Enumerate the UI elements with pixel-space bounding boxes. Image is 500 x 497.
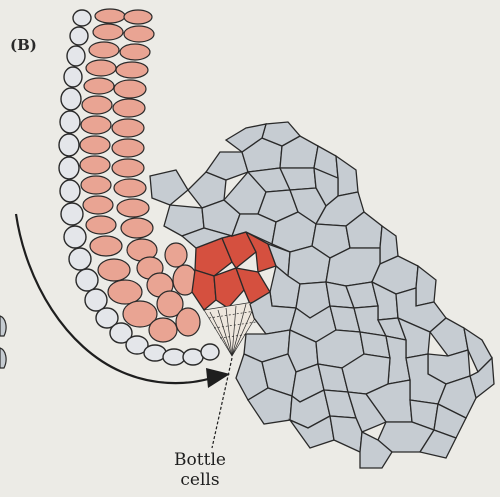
panel-label: (B) bbox=[10, 36, 37, 54]
bottle-cells-label-line2: cells bbox=[150, 470, 250, 490]
edge-fragment-cells bbox=[0, 316, 6, 368]
bottle-cells-label: Bottle cells bbox=[150, 450, 250, 490]
bottle-cells-label-line1: Bottle bbox=[150, 450, 250, 470]
